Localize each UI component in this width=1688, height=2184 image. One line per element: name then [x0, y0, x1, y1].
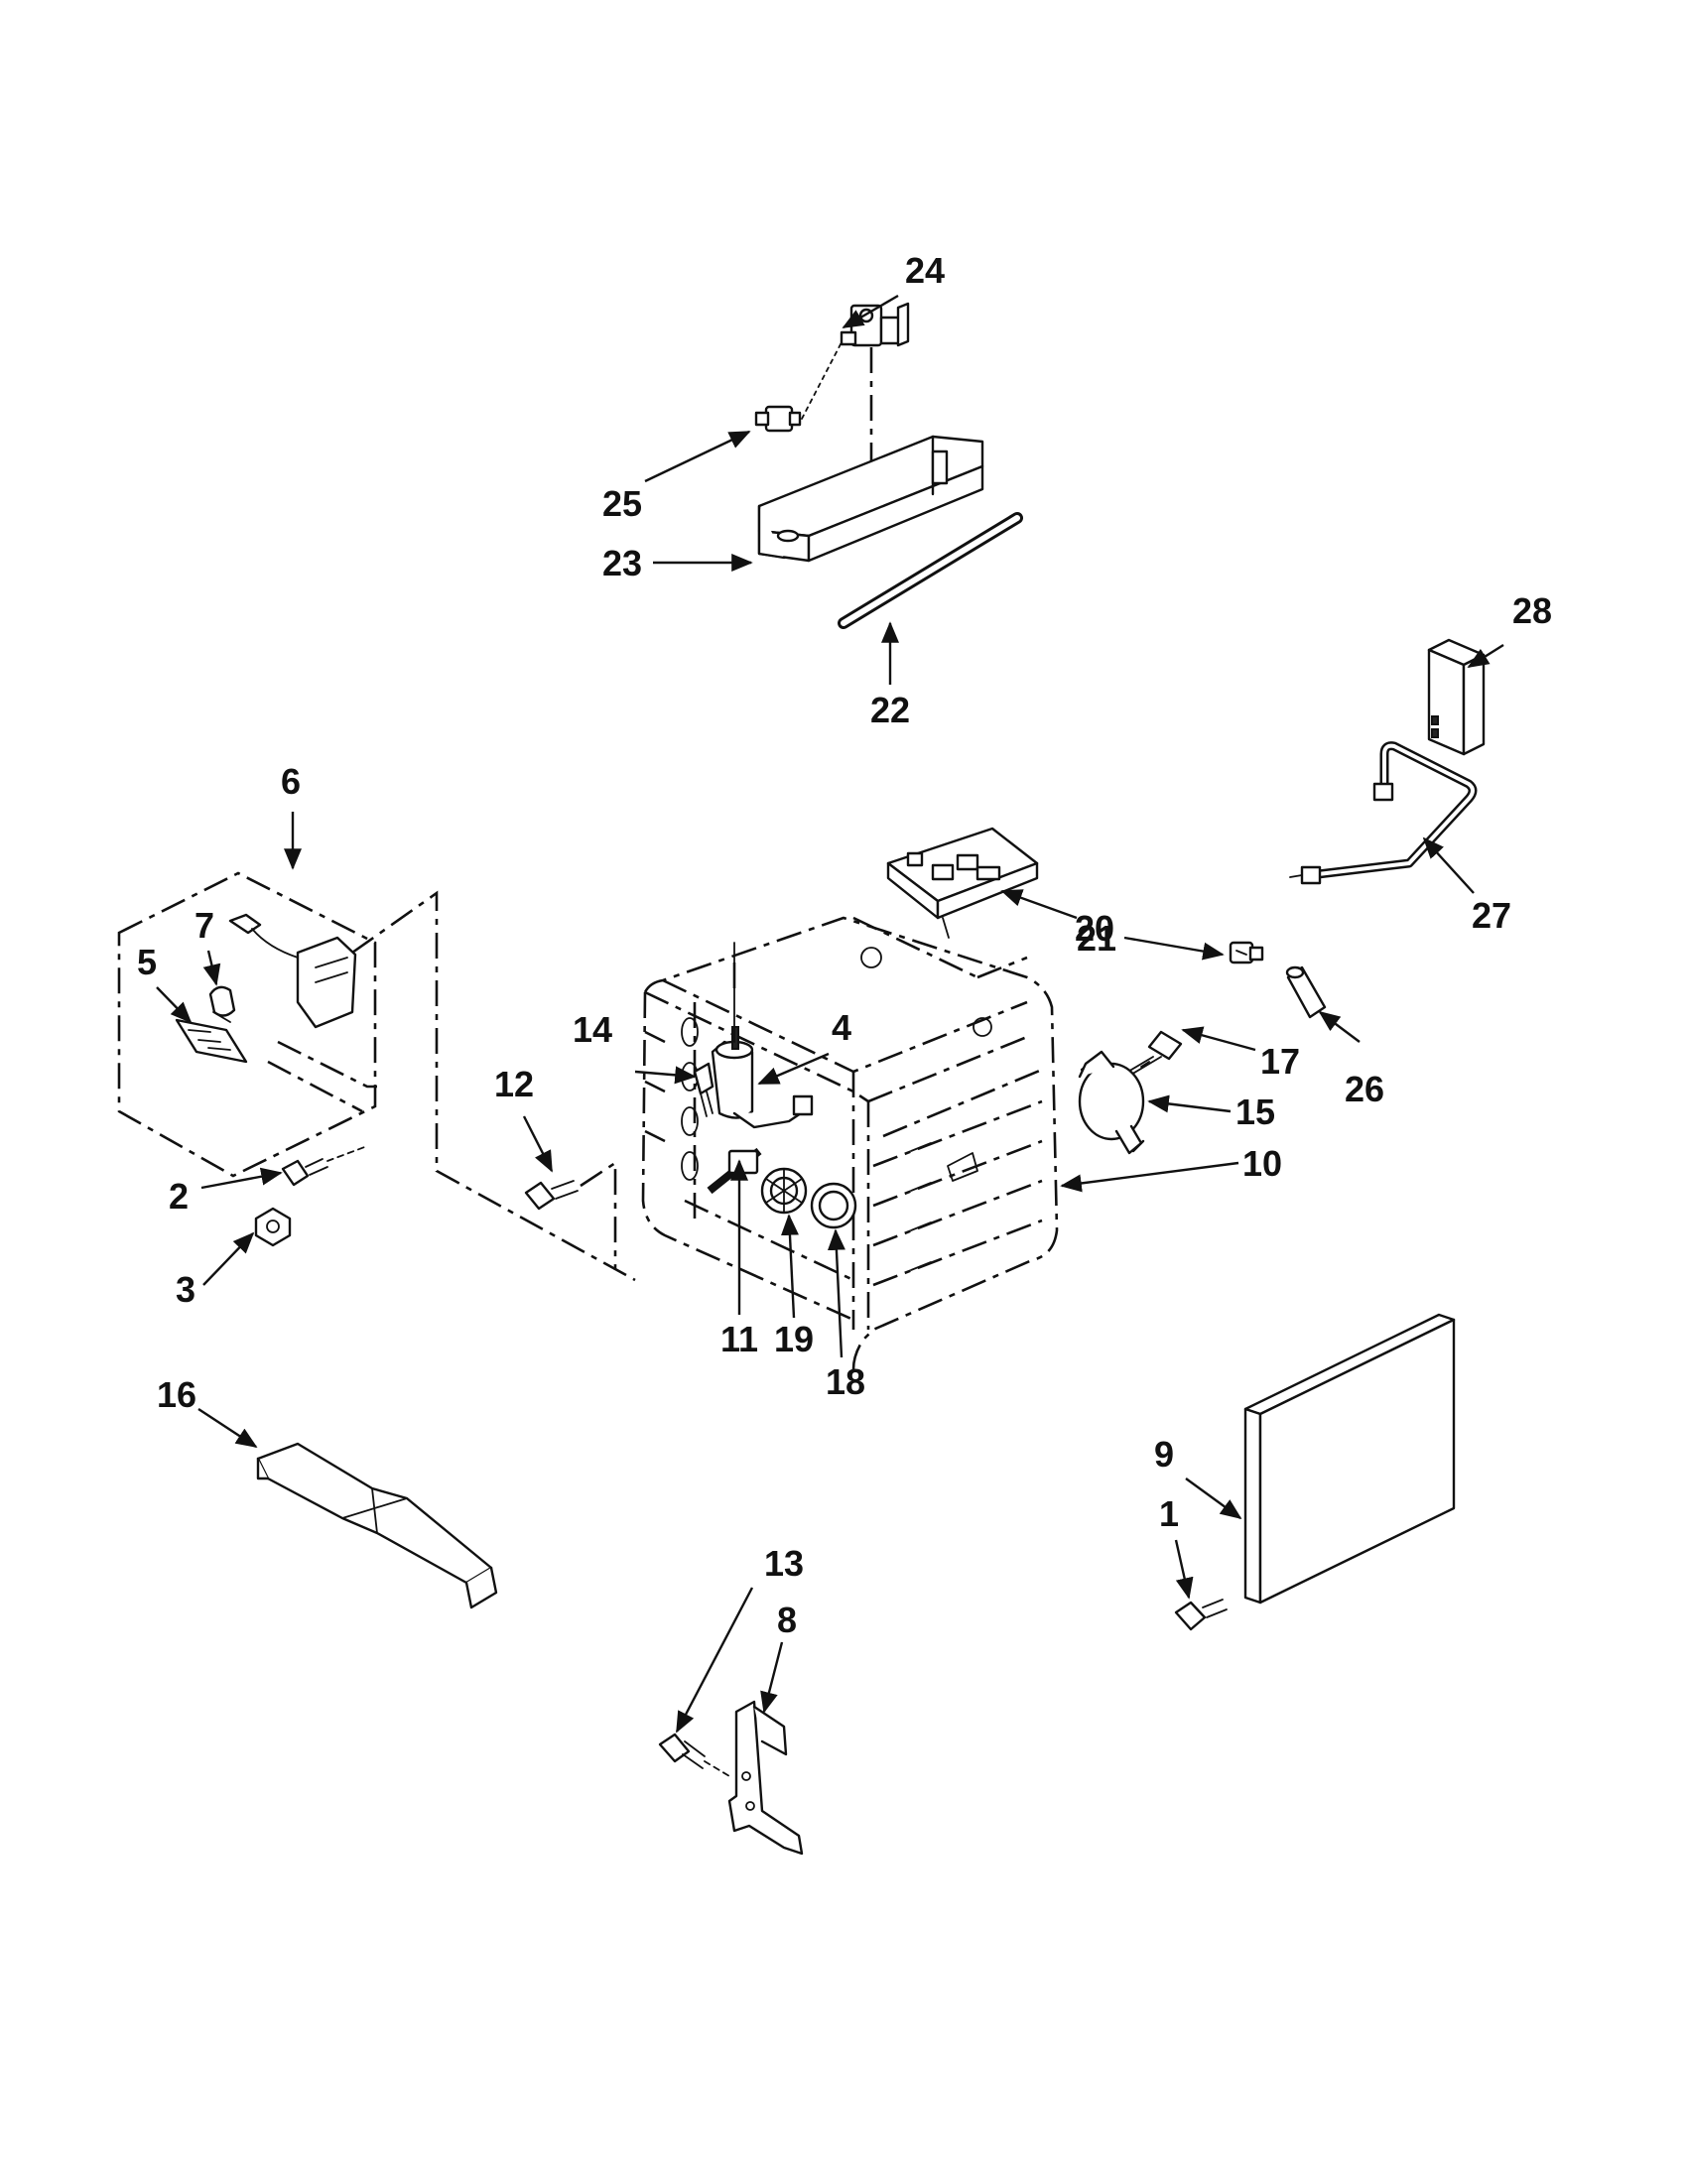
- part-15-gasket[interactable]: [1078, 1050, 1145, 1155]
- part-9-panel[interactable]: [1243, 1313, 1456, 1605]
- part-25-fitting[interactable]: [754, 341, 843, 433]
- part-22-rod[interactable]: [838, 512, 1023, 629]
- part-27-probe[interactable]: [1289, 741, 1478, 885]
- leader-lines: [156, 294, 1504, 1734]
- callout-27: 27: [1472, 895, 1511, 936]
- callout-18: 18: [826, 1361, 865, 1402]
- part-5-lens[interactable]: [175, 1018, 248, 1064]
- callout-5: 5: [137, 942, 157, 982]
- callout-11: 11: [720, 1319, 758, 1359]
- callout-15: 15: [1235, 1092, 1275, 1132]
- callout-9: 9: [1154, 1434, 1174, 1475]
- part-2-screw[interactable]: [281, 1145, 368, 1187]
- callout-labels: 24 25 23 22 28 27 20 21 26 17 15 10 4 14…: [137, 250, 1552, 1640]
- part-16-trim[interactable]: [256, 1442, 498, 1609]
- part-20-control-board[interactable]: [886, 827, 1039, 939]
- callout-21: 21: [1077, 918, 1116, 959]
- callout-1: 1: [1159, 1493, 1179, 1534]
- callout-25: 25: [602, 483, 642, 524]
- callout-2: 2: [169, 1176, 189, 1217]
- part-6-light-assembly-outline[interactable]: [117, 871, 377, 1178]
- part-19-burner[interactable]: [760, 1167, 808, 1215]
- part-4-igniter[interactable]: [711, 1026, 814, 1129]
- callout-23: 23: [602, 543, 642, 583]
- callout-7: 7: [195, 905, 214, 946]
- callout-26: 26: [1345, 1069, 1384, 1109]
- part-8-bracket[interactable]: [727, 1700, 804, 1856]
- callout-14: 14: [573, 1009, 612, 1050]
- part-13-screw[interactable]: [658, 1733, 730, 1777]
- callout-3: 3: [176, 1269, 195, 1310]
- part-21-switch[interactable]: [1229, 941, 1264, 964]
- part-23-bracket[interactable]: [757, 435, 984, 563]
- part-14-screw[interactable]: [693, 1062, 714, 1117]
- callout-17: 17: [1260, 1041, 1300, 1082]
- part-3-nut[interactable]: [254, 1207, 292, 1247]
- callout-22: 22: [870, 690, 910, 730]
- part-7-bulb[interactable]: [208, 985, 236, 1023]
- callout-4: 4: [832, 1007, 851, 1048]
- part-10-oven-cavity[interactable]: [641, 916, 1059, 1370]
- part-1-screw[interactable]: [1174, 1599, 1228, 1631]
- callout-28: 28: [1512, 590, 1552, 631]
- callout-20: 20: [1075, 908, 1114, 949]
- callout-10: 10: [1242, 1143, 1282, 1184]
- part-28-module[interactable]: [1427, 638, 1486, 756]
- part-12-screw[interactable]: [524, 1160, 617, 1270]
- callout-12: 12: [494, 1064, 534, 1104]
- part-6-socket[interactable]: [228, 890, 636, 1282]
- callout-19: 19: [774, 1319, 814, 1359]
- part-26-sleeve[interactable]: [1285, 965, 1327, 1019]
- callout-6: 6: [281, 761, 301, 802]
- part-18-grommet[interactable]: [810, 1182, 857, 1229]
- callout-13: 13: [764, 1543, 804, 1584]
- callout-8: 8: [777, 1600, 797, 1640]
- callout-24: 24: [905, 250, 945, 291]
- part-11-tube[interactable]: [707, 1147, 762, 1195]
- callout-16: 16: [157, 1374, 196, 1415]
